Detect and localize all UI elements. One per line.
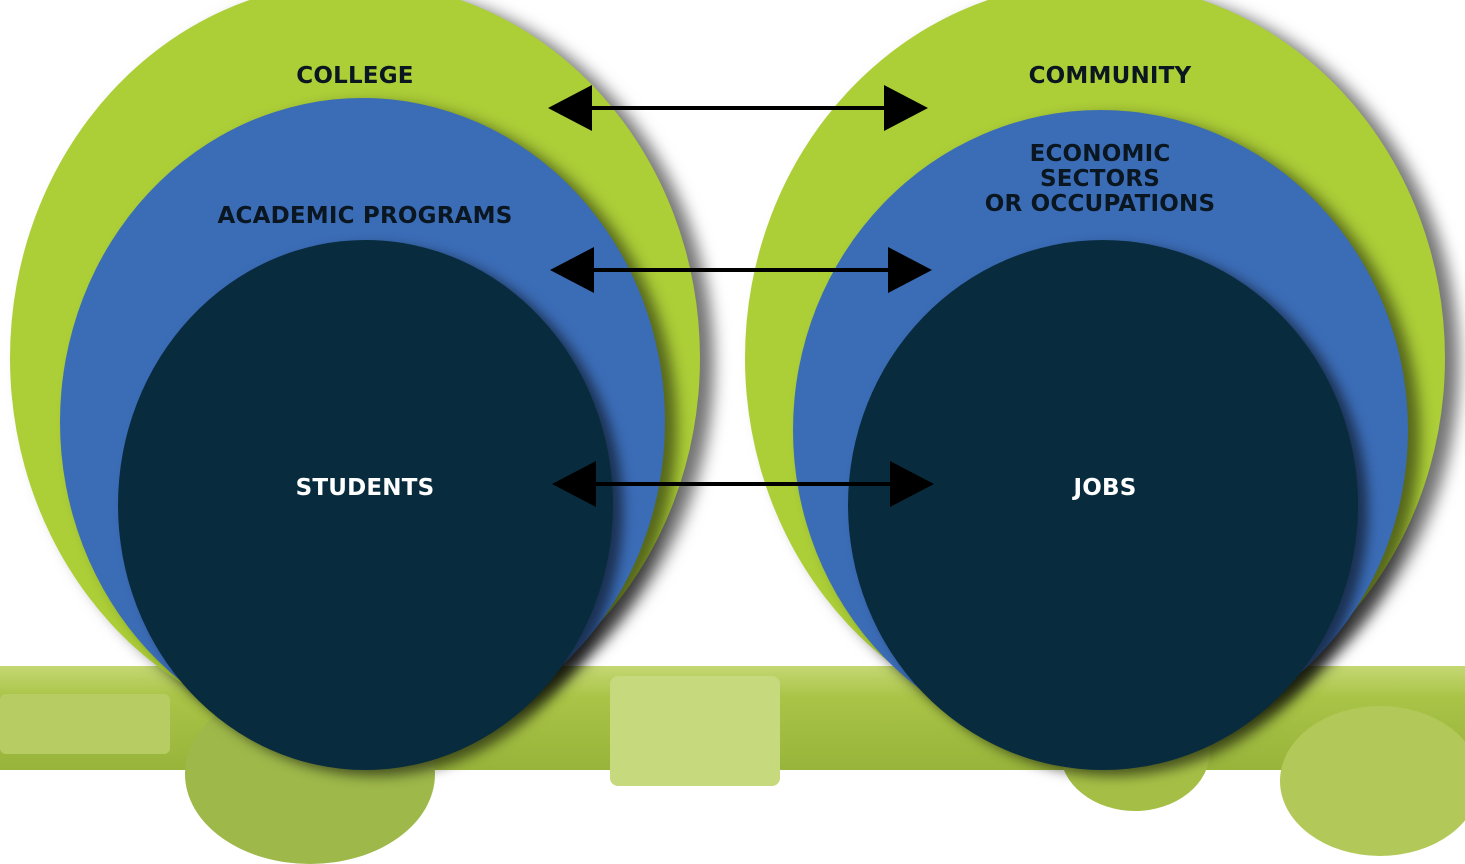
academic-programs-label: ACADEMIC PROGRAMS: [217, 203, 513, 229]
arrow-head-left: [552, 461, 596, 507]
students-jobs-arrow: [552, 461, 934, 507]
college-label: COLLEGE: [296, 63, 414, 89]
students-label: STUDENTS: [295, 475, 435, 501]
community-label: COMMUNITY: [1028, 63, 1192, 89]
arrow-head-left: [548, 85, 592, 131]
economic-sectors-line: SECTORS: [1039, 166, 1161, 192]
economic-sectors-line: ECONOMIC: [1029, 141, 1171, 167]
economic-sectors-line: OR OCCUPATIONS: [984, 191, 1216, 217]
college-community-arrow: [548, 85, 928, 131]
programs-sectors-arrow: [550, 247, 932, 293]
connection-arrows: [548, 85, 934, 507]
economic-sectors-label: ECONOMIC SECTORS OR OCCUPATIONS: [940, 142, 1260, 217]
jobs-label: JOBS: [1073, 475, 1137, 501]
arrow-head-right: [890, 461, 934, 507]
jobs-circle: [848, 240, 1358, 770]
students-circle: [118, 240, 613, 770]
arrow-head-left: [550, 247, 594, 293]
photo-shape: [0, 694, 170, 754]
arrow-head-right: [884, 85, 928, 131]
photo-shape: [610, 676, 780, 786]
arrow-head-right: [888, 247, 932, 293]
